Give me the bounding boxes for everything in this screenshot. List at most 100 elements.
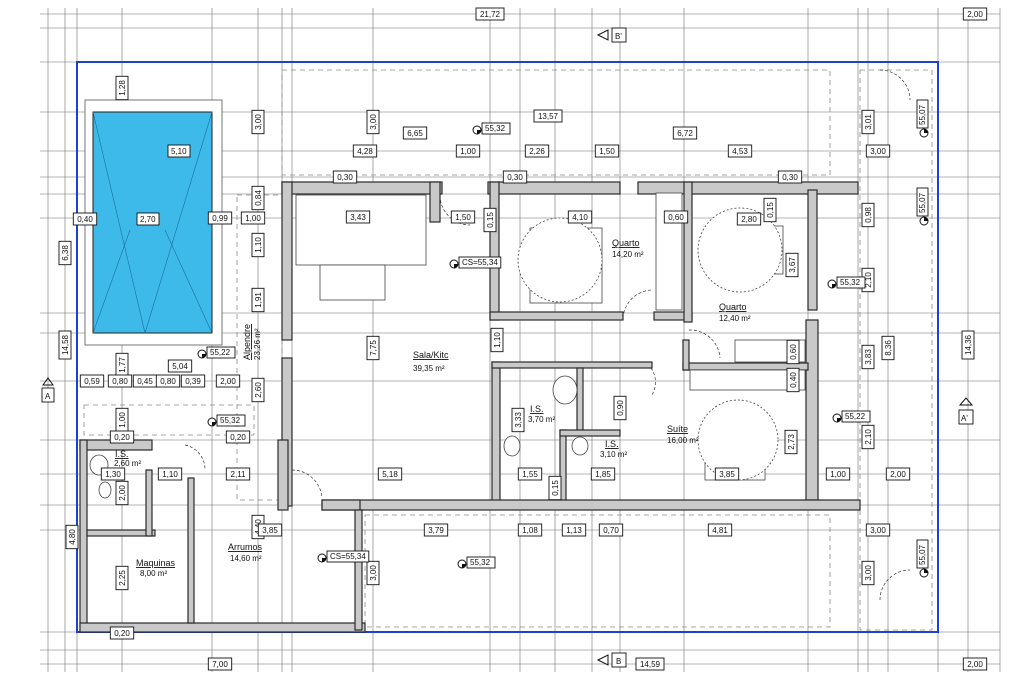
- dimension-label: 1,10: [490, 327, 504, 353]
- dimension-value: 0,20: [114, 433, 130, 442]
- svg-text:8,00 m²: 8,00 m²: [140, 569, 167, 578]
- dimension-value: 7,75: [369, 340, 378, 356]
- dimension-value: 2,00: [220, 377, 236, 386]
- dimension-value: 1,00: [118, 412, 127, 428]
- dimension-label: 3,00: [865, 523, 891, 537]
- section-marker-bottom: B: [596, 652, 627, 668]
- dimension-label: 21,72: [475, 7, 505, 21]
- dimension-label: 1,50: [450, 210, 476, 224]
- dimension-label: 1,50: [594, 144, 620, 158]
- svg-text:16,00 m²: 16,00 m²: [667, 436, 699, 445]
- dimension-box: [672, 126, 698, 140]
- dimension-box: [861, 424, 875, 450]
- dimension-box: [167, 359, 193, 373]
- dimension-value: 4,10: [572, 213, 588, 222]
- dimension-value: 3,85: [719, 470, 735, 479]
- svg-text:A': A': [961, 414, 968, 423]
- level-box: [481, 122, 511, 135]
- dimension-label: 1,28: [115, 75, 129, 101]
- dimension-value: 3,79: [428, 526, 444, 535]
- dimension-value: 2,60: [254, 382, 263, 398]
- dimension-label: 4,10: [567, 210, 593, 224]
- level-box: [836, 276, 866, 289]
- dimension-label: 0,45: [132, 374, 158, 388]
- dimension-box: [107, 374, 133, 388]
- dimension-box: [524, 144, 550, 158]
- dimension-box: [786, 339, 800, 365]
- dimension-label: 7,75: [366, 335, 380, 361]
- dimension-label: 0,80: [155, 374, 181, 388]
- dimension-label: 6,38: [58, 240, 72, 266]
- level-value: CS=55,34: [462, 258, 498, 267]
- svg-text:Quarto: Quarto: [719, 302, 747, 312]
- dimension-box: [207, 657, 233, 671]
- level-marker: CS=55,34: [317, 550, 370, 563]
- section-markers: B' B A A': [41, 27, 974, 668]
- dimension-value: 1,30: [105, 470, 121, 479]
- dimension-box: [786, 367, 800, 393]
- dimension-label: 2,73: [784, 429, 798, 455]
- section-marker-right: A': [958, 397, 974, 425]
- dimension-value: 7,00: [212, 660, 228, 669]
- dimension-box: [215, 374, 241, 388]
- room-is-1: I.S.3,70 m²: [528, 404, 555, 424]
- dimension-value: 2,00: [967, 660, 983, 669]
- dimension-box: [736, 212, 762, 226]
- dimension-label: 0,30: [502, 170, 528, 184]
- level-value: CS=55,34: [330, 552, 366, 561]
- pool-width-box: [136, 212, 160, 226]
- dimension-value: 2,26: [529, 147, 545, 156]
- svg-text:Arrumos: Arrumos: [228, 542, 263, 552]
- dimension-value: 0,40: [77, 215, 93, 224]
- dimension-label: 0,84: [251, 185, 265, 211]
- dimension-box: [511, 407, 525, 433]
- dimension-box: [502, 170, 528, 184]
- dimension-box: [345, 210, 371, 224]
- dimension-label: 0,20: [109, 430, 135, 444]
- dimension-value: 14,36: [964, 334, 973, 355]
- svg-text:Quarto: Quarto: [612, 238, 640, 248]
- dimension-label: 3,83: [861, 344, 875, 370]
- dimension-value: 1,50: [455, 213, 471, 222]
- dimension-box: [785, 252, 799, 278]
- level-icon-fill: [322, 558, 326, 562]
- dimension-value: 0,60: [668, 213, 684, 222]
- dimension-box: [402, 126, 428, 140]
- svg-text:14,60 m²: 14,60 m²: [230, 554, 262, 563]
- dimension-box: [455, 144, 481, 158]
- dimension-value: 1,10: [254, 237, 263, 253]
- svg-text:Suíte: Suíte: [667, 424, 688, 434]
- dimension-value: 1,85: [595, 470, 611, 479]
- dimension-box: [881, 335, 895, 361]
- level-icon-fill: [462, 564, 466, 568]
- dimension-value: 1,28: [118, 80, 127, 96]
- dimension-box: [377, 467, 403, 481]
- dimension-label: 3,67: [785, 252, 799, 278]
- dimension-box: [548, 475, 562, 501]
- section-arrow-icon: [958, 397, 974, 406]
- level-marker: 55,32: [827, 276, 866, 289]
- dimension-value: 0,84: [254, 190, 263, 206]
- dimension-label: 3,00: [366, 560, 380, 586]
- dimension-label: 3,00: [865, 144, 891, 158]
- dimension-box: [58, 240, 72, 266]
- svg-text:2,60 m²: 2,60 m²: [114, 459, 141, 468]
- dimension-value: 0,15: [486, 212, 495, 228]
- dimension-label: 0,70: [598, 523, 624, 537]
- dimension-value: 0,59: [84, 377, 100, 386]
- level-marker: 55,22: [197, 346, 236, 359]
- dimension-label: 0,20: [109, 626, 135, 640]
- dimension-value: 0,15: [551, 480, 560, 496]
- dimension-value: 3,43: [350, 213, 366, 222]
- dimension-box: [109, 430, 135, 444]
- dimension-value: 0,99: [212, 214, 228, 223]
- dimension-box: [115, 75, 129, 101]
- dimension-box: [251, 232, 265, 258]
- dimension-box: [483, 207, 497, 233]
- dimension-value: 3,00: [864, 565, 873, 581]
- dimension-label: 0,15: [548, 475, 562, 501]
